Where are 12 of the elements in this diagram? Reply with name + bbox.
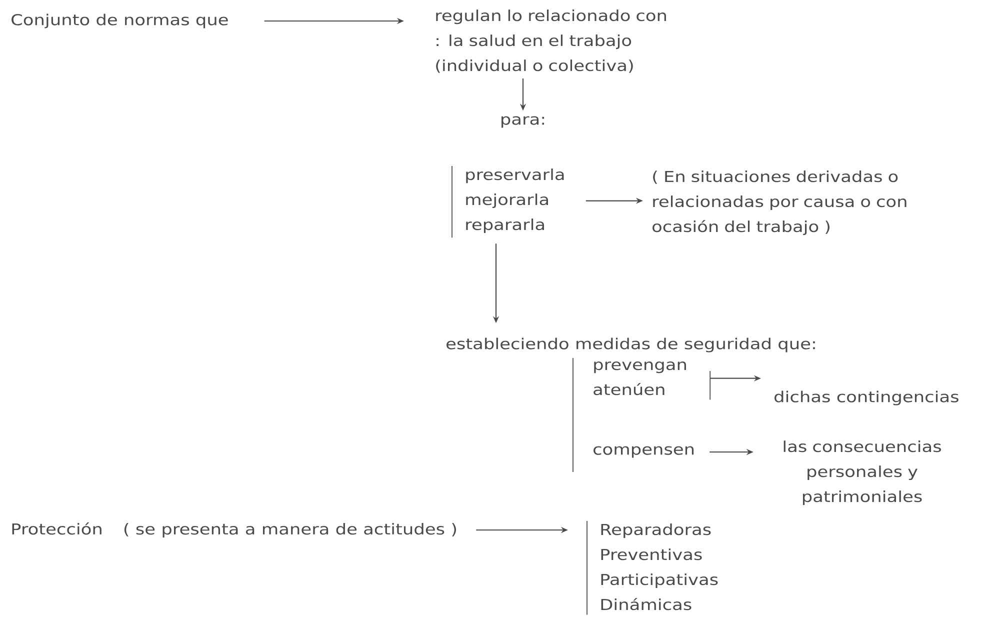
- text-label: compensen: [594, 446, 694, 458]
- bracketed-list: preservarla mejorarla repararla: [466, 168, 564, 234]
- text-label: las consecuencias personales y patrimoniales: [784, 440, 941, 506]
- barred-list: prevengan atenúen: [594, 362, 711, 400]
- text-label: estableciendo medidas de seguridad que:: [446, 338, 815, 352]
- text-label: para:: [502, 116, 544, 128]
- text-label: Conjunto de normas que: [12, 14, 228, 28]
- text-label: dichas contingencias: [774, 390, 958, 406]
- text-label: regulan lo relacionado con : la salud en el trabajo (individual o colectiva): [436, 10, 666, 73]
- text-label: Protección ( se presenta a manera de actitudes ): [12, 522, 456, 538]
- bracketed-list: Reparadoras Preventivas Participativas Dinámicas: [601, 524, 718, 610]
- text-label: ( En situaciones derivadas o relacionadas por causa o con ocasión del trabajo ): [652, 170, 906, 236]
